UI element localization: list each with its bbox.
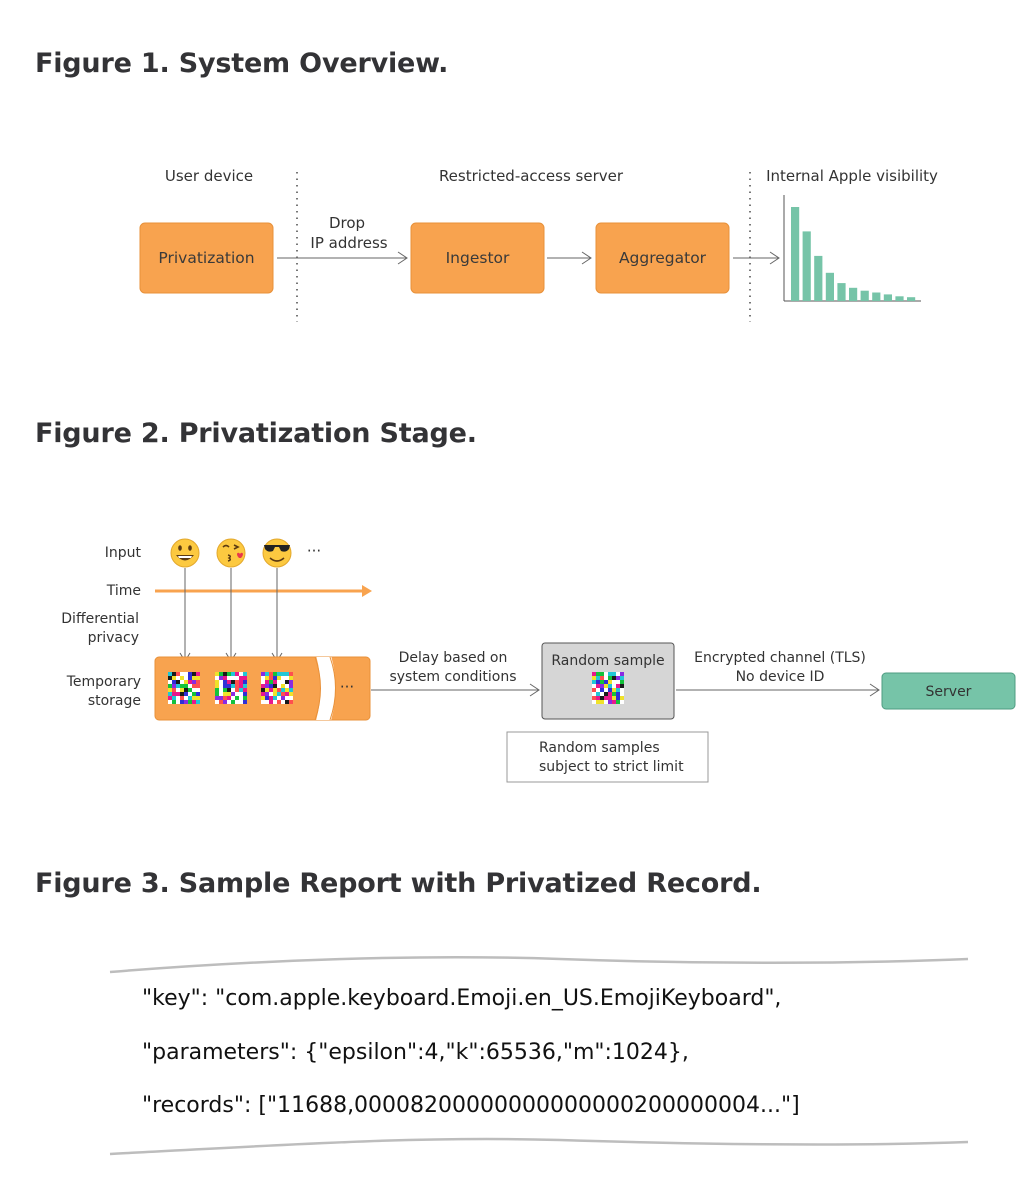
aggregator-box: Aggregator	[595, 222, 730, 294]
histogram-bar	[814, 255, 823, 301]
report-torn-edge-bottom	[109, 1137, 969, 1156]
face-blowing-kiss-icon	[216, 538, 246, 568]
delay-label-1: Delay based on	[399, 650, 508, 666]
channel-label-1: Encrypted channel (TLS)	[694, 650, 866, 666]
arrow-ingestor-to-aggregator	[547, 251, 592, 265]
privatization-box: Privatization	[139, 222, 274, 294]
arrow-sample-to-server	[676, 683, 880, 697]
system-overview-diagram: User device Restricted-access server Int…	[139, 167, 938, 322]
note-label-1: Random samples	[539, 740, 660, 756]
histogram-bar	[791, 207, 800, 301]
report-parameters-line: "parameters": {"epsilon":4,"k":65536,"m"…	[142, 1040, 689, 1065]
ingestor-label: Ingestor	[446, 249, 510, 267]
histogram-bar	[849, 287, 858, 301]
report-records-line: "records": ["11688,000082000000000000002…	[142, 1093, 800, 1118]
storage-ellipsis: ···	[340, 678, 354, 696]
server-label: Server	[926, 684, 972, 700]
storage-label: storage	[88, 693, 141, 709]
zone-apple-label: Internal Apple visibility	[766, 167, 938, 185]
delay-label-2: system conditions	[389, 669, 516, 685]
channel-label-2: No device ID	[736, 669, 825, 685]
sampled-record	[592, 672, 624, 704]
grinning-face-icon	[170, 538, 200, 568]
random-sample-label: Random sample	[551, 653, 664, 669]
histogram-icon	[783, 195, 921, 302]
time-arrow	[155, 585, 372, 597]
privatized-record-3	[261, 672, 293, 704]
ingestor-box: Ingestor	[410, 222, 545, 294]
aggregator-label: Aggregator	[619, 249, 707, 267]
privatized-record-2	[215, 672, 247, 704]
zone-server-label: Restricted-access server	[439, 167, 624, 185]
input-ellipsis: ···	[307, 542, 321, 560]
histogram-bar	[825, 272, 834, 301]
histogram-bar	[907, 297, 916, 301]
figure-2-title: Figure 2. Privatization Stage.	[35, 418, 477, 449]
histogram-bar	[802, 231, 811, 301]
histogram-bar	[837, 283, 846, 301]
report-torn-edge-top	[109, 955, 969, 974]
sampling-note-box: Random samples subject to strict limit	[506, 731, 709, 783]
zone-user-device-label: User device	[165, 167, 253, 185]
smiling-face-with-sunglasses-icon	[262, 538, 292, 568]
report-key-line: "key": "com.apple.keyboard.Emoji.en_US.E…	[142, 986, 782, 1011]
temporary-label: Temporary	[66, 674, 141, 690]
drop-label: Drop	[329, 214, 365, 232]
input-label: Input	[105, 545, 142, 561]
histogram-bar	[860, 290, 869, 301]
time-label: Time	[106, 583, 141, 599]
figure-3-title: Figure 3. Sample Report with Privatized …	[35, 868, 762, 899]
arrow-aggregator-to-histogram	[733, 251, 780, 265]
arrow-storage-to-sample	[371, 683, 540, 697]
histogram-bar	[883, 294, 892, 301]
differential-label: Differential	[61, 611, 139, 627]
arrow-privatization-to-ingestor	[277, 251, 408, 265]
server-box: Server	[881, 672, 1016, 710]
privatization-label: Privatization	[158, 249, 254, 267]
ip-address-label: IP address	[310, 234, 387, 252]
histogram-bar	[895, 296, 904, 301]
figure-1-title: Figure 1. System Overview.	[35, 48, 449, 79]
privatized-record-1	[168, 672, 200, 704]
note-label-2: subject to strict limit	[539, 759, 684, 775]
input-arrows	[179, 568, 283, 662]
histogram-bar	[872, 292, 881, 301]
privacy-label: privacy	[88, 630, 139, 646]
privatization-stage-diagram: Input Time Differential privacy Temporar…	[61, 538, 1016, 783]
